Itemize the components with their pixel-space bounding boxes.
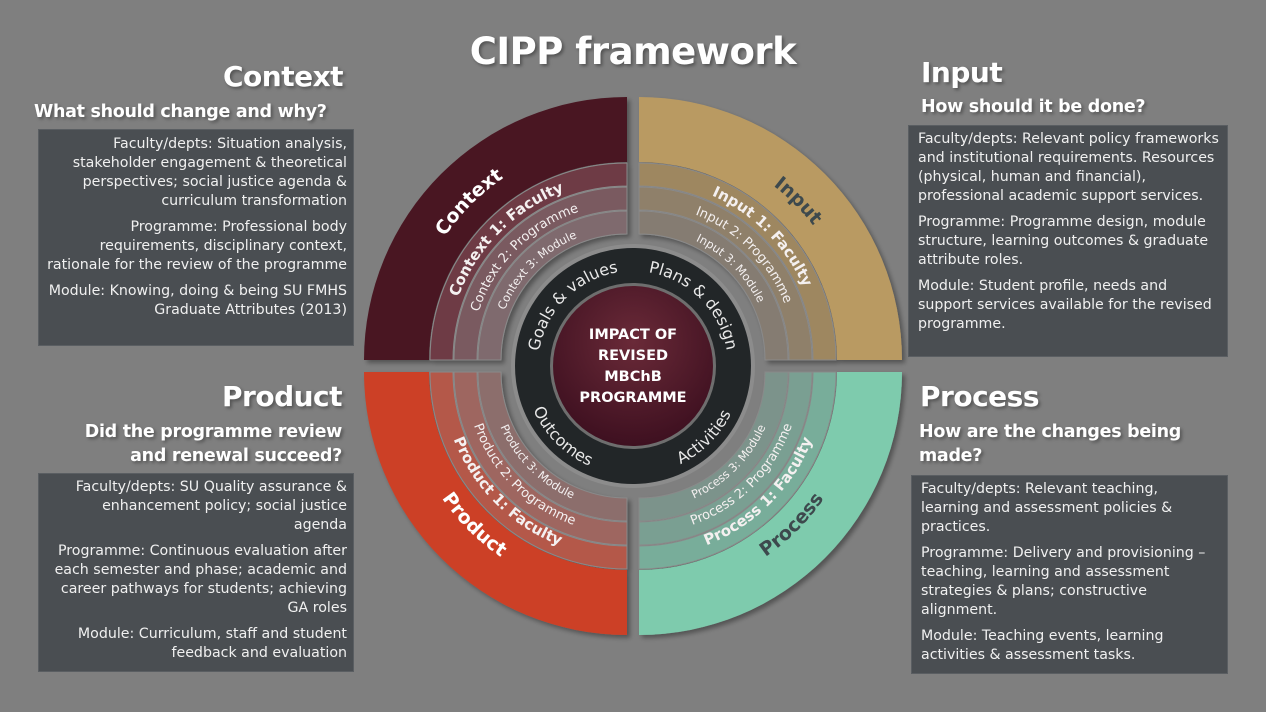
context-detail-faculty: Faculty/depts: Situation analysis, stake…	[72, 136, 347, 209]
center-circle	[553, 286, 713, 446]
process-level-2-arc	[638, 371, 813, 546]
product-outer-arc	[364, 372, 627, 635]
input-details-box: Faculty/depts: Relevant policy framework…	[908, 125, 1228, 357]
process-heading: Process	[920, 380, 1040, 413]
input-question: How should it be done?	[921, 97, 1146, 117]
input-detail-faculty: Faculty/depts: Relevant policy framework…	[918, 131, 1219, 204]
product-level-2-arc	[453, 371, 628, 546]
product-detail-programme: Programme: Continuous evaluation after e…	[54, 543, 347, 616]
context-question: What should change and why?	[34, 102, 327, 122]
product-heading: Product	[222, 380, 343, 413]
context-outer-arc	[364, 97, 627, 360]
input-level-3-arc	[638, 210, 789, 361]
input-outer-arc	[639, 97, 902, 360]
input-heading: Input	[921, 56, 1003, 89]
page-title: CIPP framework	[469, 30, 797, 73]
input-level-2-arc	[638, 186, 813, 361]
center-title-line: MBChB	[604, 369, 662, 385]
product-level-3-arc	[477, 371, 628, 522]
process-level-3-arc	[638, 371, 789, 522]
process-question: How are the changes being made?	[919, 422, 1181, 466]
center-title-line: PROGRAMME	[579, 390, 686, 406]
product-detail-faculty: Faculty/depts: SU Quality assurance & en…	[75, 479, 347, 533]
center-title-line: REVISED	[598, 348, 668, 364]
context-details-box: Faculty/depts: Situation analysis, stake…	[38, 129, 354, 346]
product-detail-module: Module: Curriculum, staff and student fe…	[77, 626, 347, 661]
input-detail-module: Module: Student profile, needs and suppo…	[918, 278, 1212, 332]
process-details-box: Faculty/depts: Relevant teaching, learni…	[911, 475, 1228, 674]
context-level-3-arc	[477, 210, 628, 361]
process-outer-arc	[639, 372, 902, 635]
process-detail-faculty: Faculty/depts: Relevant teaching, learni…	[921, 481, 1173, 535]
product-question: Did the programme review and renewal suc…	[84, 422, 343, 466]
context-detail-programme: Programme: Professional body requirement…	[47, 219, 347, 273]
input-level-1-arc	[638, 162, 837, 361]
product-level-1-arc	[429, 371, 628, 570]
process-detail-module: Module: Teaching events, learning activi…	[921, 628, 1164, 663]
center-title-line: IMPACT OF	[589, 327, 677, 343]
product-details-box: Faculty/depts: SU Quality assurance & en…	[38, 473, 354, 672]
context-level-1-arc	[429, 162, 628, 361]
process-detail-programme: Programme: Delivery and provisioning – t…	[921, 545, 1206, 618]
context-heading: Context	[223, 60, 344, 93]
context-detail-module: Module: Knowing, doing & being SU FMHS G…	[48, 283, 347, 318]
input-detail-programme: Programme: Programme design, module stru…	[918, 214, 1209, 268]
context-level-2-arc	[453, 186, 628, 361]
process-level-1-arc	[638, 371, 837, 570]
